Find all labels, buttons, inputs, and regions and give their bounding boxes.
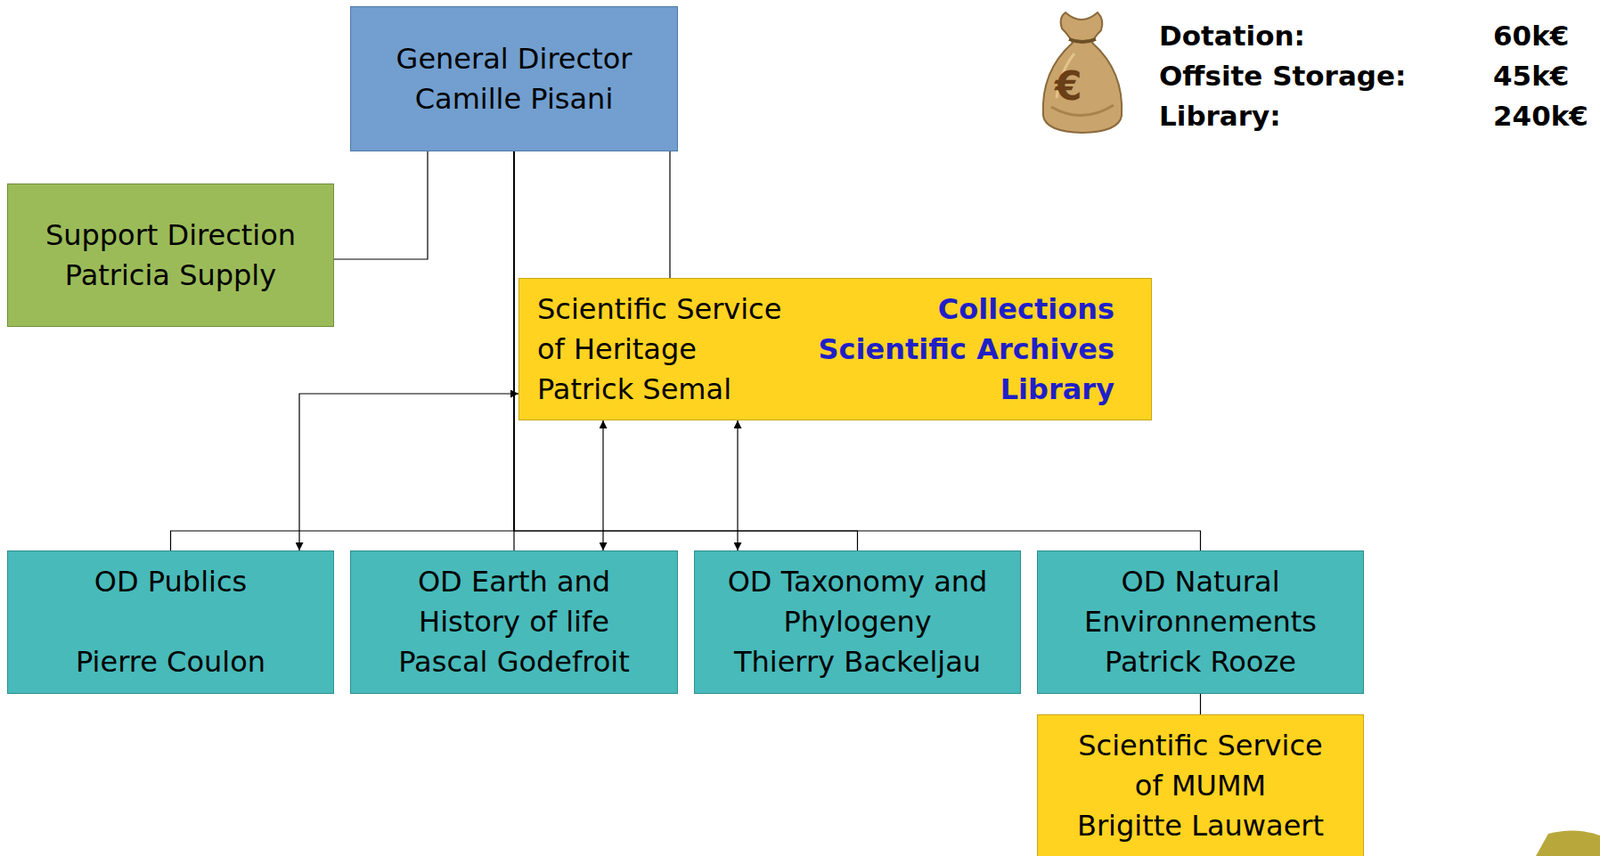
org-box: OD Natural EnvironnementsPatrick Rooze	[1036, 550, 1364, 694]
money-bag-icon	[1043, 12, 1122, 133]
box-text: Scientific Archives	[818, 329, 1115, 370]
logo-fragment	[1535, 830, 1600, 856]
box-text: Camille Pisani	[415, 79, 614, 120]
box-text: Brigitte Lauwaert	[1077, 806, 1324, 847]
box-title: General Director	[396, 39, 633, 80]
org-box: OD PublicsPierre Coulon	[7, 550, 335, 694]
org-box: Support DirectionPatricia Supply	[7, 183, 335, 327]
org-box: Scientific Service of MUMMBrigitte Lauwa…	[1036, 714, 1364, 856]
org-box: General DirectorCamille Pisani	[350, 6, 678, 152]
box-title: OD Earth and History of life	[371, 562, 657, 643]
box-text: Pierre Coulon	[75, 642, 266, 683]
text-column: General DirectorCamille Pisani	[396, 39, 633, 120]
text-column: OD Earth and History of lifePascal Godef…	[371, 562, 657, 683]
org-box: Scientific Service of HeritagePatrick Se…	[518, 277, 1152, 421]
text-column: OD Natural EnvironnementsPatrick Rooze	[1053, 562, 1348, 683]
org-box: OD Taxonomy and PhylogenyThierry Backelj…	[693, 550, 1021, 694]
connector-line	[669, 151, 670, 278]
box-text: Patrick Semal	[537, 369, 732, 410]
budget-value: 240k€	[1493, 96, 1589, 137]
currency-symbol: €	[1054, 62, 1083, 110]
box-text: Pascal Godefroit	[398, 642, 630, 683]
box-text: Patrick Rooze	[1104, 642, 1297, 683]
connector-line	[514, 151, 1201, 551]
budget-label: Library:	[1159, 96, 1282, 137]
box-text: Patricia Supply	[65, 255, 277, 296]
text-column: Scientific Service of HeritagePatrick Se…	[537, 289, 800, 410]
text-column: OD Taxonomy and PhylogenyThierry Backelj…	[710, 562, 1005, 683]
org-box: OD Earth and History of lifePascal Godef…	[350, 550, 678, 694]
box-title: Support Direction	[45, 215, 296, 256]
box-text: Library	[1000, 369, 1115, 410]
box-title: OD Taxonomy and Phylogeny	[710, 562, 1005, 643]
budget-value: 45k€	[1493, 56, 1569, 97]
connector-line	[299, 393, 519, 551]
box-title: Collections	[938, 289, 1115, 330]
text-column: OD PublicsPierre Coulon	[75, 562, 266, 683]
budget-label: Dotation:	[1159, 16, 1306, 57]
text-column: Scientific Service of MUMMBrigitte Lauwa…	[1062, 726, 1339, 847]
box-title: Scientific Service of Heritage	[537, 289, 800, 370]
connector-line	[334, 151, 428, 260]
connector-line	[602, 420, 604, 551]
box-text: Thierry Backeljau	[734, 642, 981, 683]
connector-line	[736, 420, 738, 551]
text-column: Support DirectionPatricia Supply	[45, 215, 296, 296]
budget-value: 60k€	[1493, 16, 1569, 57]
box-title: Scientific Service of MUMM	[1062, 726, 1339, 807]
connector-line	[1200, 693, 1201, 715]
box-title: OD Natural Environnements	[1053, 562, 1348, 643]
budget-label: Offsite Storage:	[1159, 56, 1406, 97]
text-column: CollectionsScientific ArchivesLibrary	[818, 289, 1115, 410]
box-title: OD Publics	[94, 562, 247, 603]
